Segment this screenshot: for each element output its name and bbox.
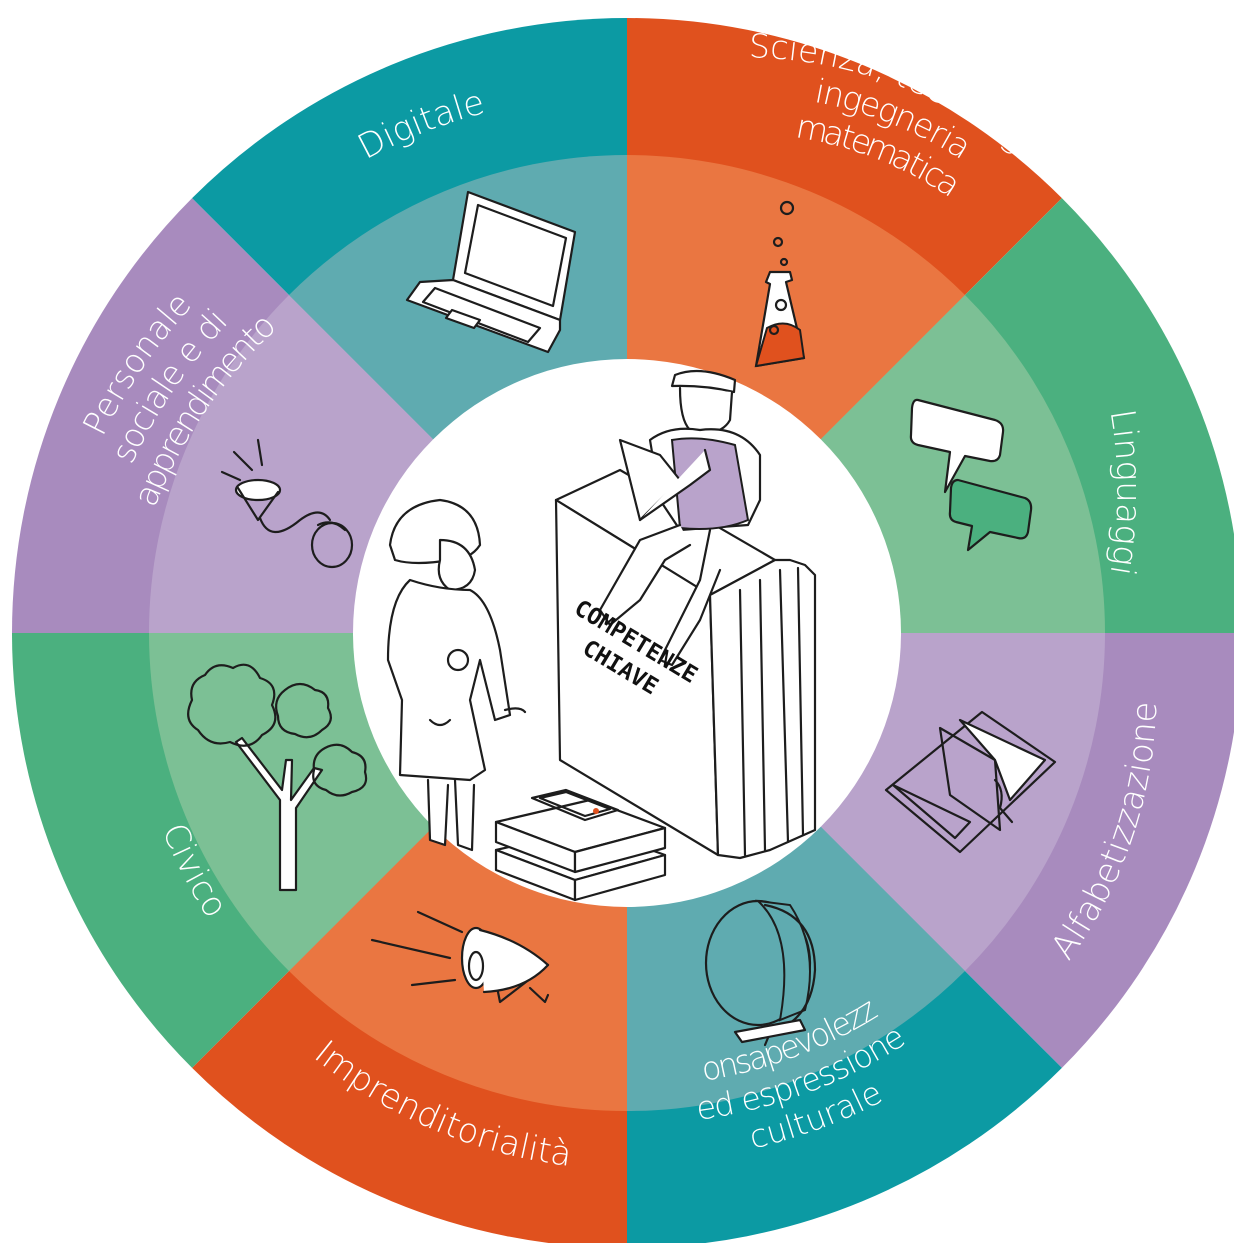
- label-linguaggi-line-1: Linguaggi: [1102, 407, 1149, 579]
- laptop-icon: [405, 190, 577, 354]
- tree-icon: [187, 663, 368, 892]
- globe-icon: [704, 899, 817, 1047]
- girl-icon: [386, 498, 527, 852]
- speech-bubbles-icon: [909, 398, 1033, 552]
- open-book-icon: [884, 710, 1057, 854]
- tin-can-phone-icon: [220, 438, 354, 569]
- center-illustration: COMPETENZE CHIAVE: [386, 369, 817, 902]
- label-linguaggi: Linguaggi: [1102, 407, 1149, 579]
- book-stack-icon: [494, 788, 667, 902]
- megaphone-icon: [370, 910, 550, 1004]
- flask-icon: [754, 200, 806, 368]
- reading-man-icon: [598, 369, 762, 667]
